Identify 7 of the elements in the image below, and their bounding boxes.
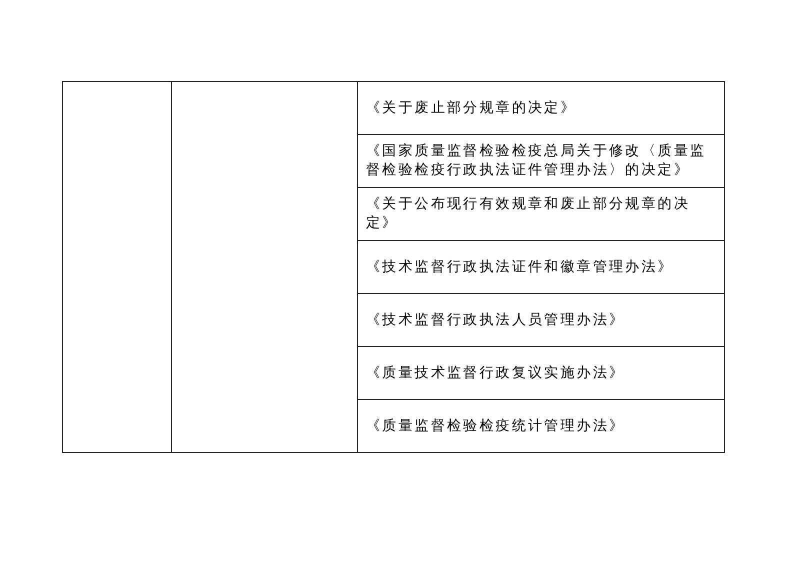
document-title: 《技术监督行政执法人员管理办法》	[366, 312, 626, 328]
document-title: 《关于废止部分规章的决定》	[366, 100, 577, 116]
document-title: 《国家质量监督检验检疫总局关于修改〈质量监督检验检疫行政执法证件管理办法〉的决定》	[366, 143, 706, 178]
document-title: 《质量技术监督行政复议实施办法》	[366, 364, 626, 380]
document-title: 《关于公布现行有效规章和废止部分规章的决定》	[366, 196, 690, 231]
document-title: 《技术监督行政执法证件和徽章管理办法》	[366, 258, 674, 274]
document-title: 《质量监督检验检疫统计管理办法》	[366, 418, 626, 434]
